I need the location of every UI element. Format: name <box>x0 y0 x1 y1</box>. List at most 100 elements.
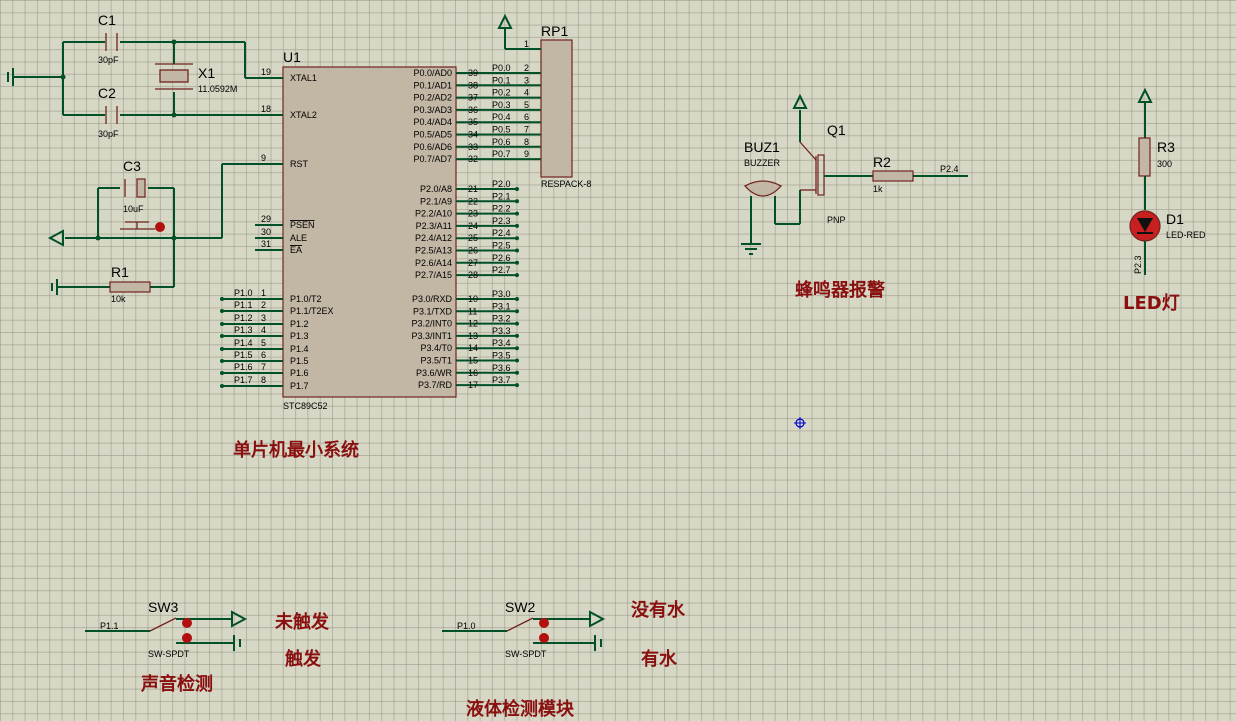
transistor-q1[interactable]: Q1 PNP <box>792 93 873 225</box>
p1-net-terminal <box>220 309 224 313</box>
p1-net-terminal <box>220 297 224 301</box>
u1-pin-14-num: 14 <box>468 343 478 353</box>
u1-pin-7-num: 7 <box>261 362 266 372</box>
x1-ref: X1 <box>198 65 215 81</box>
u1-pin-28-name: P2.7/A15 <box>415 270 452 280</box>
u1-pin-5-name: P1.4 <box>290 344 309 354</box>
u1-pin-21-name: P2.0/A8 <box>420 184 452 194</box>
u1-pin-14-name: P3.4/T0 <box>420 343 452 353</box>
p1-net-terminal <box>220 384 224 388</box>
p1-net-terminal <box>220 347 224 351</box>
u1-pin-16-num: 16 <box>468 368 478 378</box>
q1-ref: Q1 <box>827 122 846 138</box>
switch-sw3[interactable]: P1.1 SW3 SW-SPDT <box>85 599 248 659</box>
u1-pin-32-net: P0.7 <box>492 149 511 159</box>
net-terminal <box>515 370 519 375</box>
u1-pin-2-num: 2 <box>261 300 266 310</box>
net-terminal <box>515 236 519 241</box>
u1-pin-23-num: 23 <box>468 209 478 219</box>
u1-pin-24-net: P2.3 <box>492 216 511 226</box>
p1-net-terminal <box>220 359 224 363</box>
u1-pin-12-num: 12 <box>468 319 478 329</box>
resistor-r2[interactable]: R2 1k P2.4 <box>872 154 968 194</box>
x1-value: 11.0592M <box>198 84 237 94</box>
reset-button[interactable] <box>120 221 165 232</box>
d1-part: LED-RED <box>1166 230 1206 240</box>
u1-pin-23-net: P2.2 <box>492 204 511 214</box>
u1-pin-26-name: P2.5/A13 <box>415 246 452 256</box>
note-untriggered: 未触发 <box>275 611 330 633</box>
u1-pin-8-num: 8 <box>261 375 266 385</box>
c1-ref: C1 <box>98 12 116 28</box>
net-terminal <box>515 309 519 314</box>
mcu-u1[interactable]: U1 STC89C52 19XTAL118XTAL29RST29PSEN30AL… <box>220 49 541 411</box>
rp1-ref: RP1 <box>541 23 568 39</box>
u1-pin-10-num: 10 <box>468 294 478 304</box>
p1-net-label: P1.6 <box>234 362 253 372</box>
p1-net-label: P1.0 <box>234 288 253 298</box>
u1-pin-39-num: 39 <box>468 68 478 78</box>
u1-pin-27-num: 27 <box>468 258 478 268</box>
net-terminal <box>515 333 519 338</box>
led-section[interactable]: R3 300 D1 LED-RED P2.3 <box>1129 87 1206 275</box>
rp1-pin-3: 3 <box>524 75 529 85</box>
buzzer-buz1[interactable]: BUZ1 BUZZER <box>741 139 801 255</box>
r2-value: 1k <box>873 184 883 194</box>
u1-pin-1-name: P1.0/T2 <box>290 294 322 304</box>
switch-sw2[interactable]: P1.0 SW2 SW-SPDT <box>442 599 606 659</box>
resistor-r1[interactable]: R1 10k <box>109 264 151 304</box>
note-mcu: 单片机最小系统 <box>233 439 359 461</box>
p1-net-label: P1.4 <box>234 338 253 348</box>
capacitor-c3[interactable]: C3 10uF <box>123 158 146 214</box>
u1-pin-7-name: P1.6 <box>290 368 309 378</box>
u1-pin-25-name: P2.4/A12 <box>415 233 452 243</box>
note-led: LED灯 <box>1123 293 1180 314</box>
u1-pin-17-net: P3.7 <box>492 375 511 385</box>
u1-pin-8-name: P1.7 <box>290 381 309 391</box>
c2-value: 30pF <box>98 129 119 139</box>
u1-pin-2-name: P1.1/T2EX <box>290 306 334 316</box>
rp1-pin-2: 2 <box>524 63 529 73</box>
u1-pin-39-net: P0.0 <box>492 63 511 73</box>
u1-pin-19-num: 19 <box>261 67 271 77</box>
sw3-part: SW-SPDT <box>148 649 190 659</box>
p1-net-label: P1.5 <box>234 350 253 360</box>
net-terminal <box>515 321 519 326</box>
u1-pin-24-num: 24 <box>468 221 478 231</box>
note-water: 有水 <box>641 648 678 670</box>
u1-pin-23-name: P2.2/A10 <box>415 209 452 219</box>
u1-pin-27-net: P2.6 <box>492 253 511 263</box>
u1-pin-35-name: P0.4/AD4 <box>413 117 452 127</box>
u1-pin-15-num: 15 <box>468 356 478 366</box>
u1-pin-36-net: P0.3 <box>492 100 511 110</box>
u1-pin-33-net: P0.6 <box>492 137 511 147</box>
u1-pin-34-num: 34 <box>468 130 478 140</box>
net-terminal <box>515 297 519 301</box>
u1-ref: U1 <box>283 49 301 65</box>
r2-net: P2.4 <box>940 164 959 174</box>
net-terminal <box>515 260 519 265</box>
u1-pin-12-name: P3.2/INT0 <box>411 319 452 329</box>
u1-pin-3-name: P1.2 <box>290 319 309 329</box>
rp1-part: RESPACK-8 <box>541 179 591 189</box>
u1-pin-34-name: P0.5/AD5 <box>413 130 452 140</box>
u1-pin-9-num: 9 <box>261 153 266 163</box>
capacitor-c1[interactable]: C1 30pF <box>98 12 119 65</box>
u1-pin-15-net: P3.5 <box>492 351 511 361</box>
p1-net-label: P1.3 <box>234 325 253 335</box>
u1-pin-22-name: P2.1/A9 <box>420 196 452 206</box>
u1-left-pins: 19XTAL118XTAL29RST29PSEN30ALE31EA1P1.0/T… <box>220 67 334 391</box>
u1-pin-38-name: P0.1/AD1 <box>413 80 452 90</box>
net-terminal <box>515 248 519 253</box>
note-no-water: 没有水 <box>631 599 686 621</box>
u1-pin-38-num: 38 <box>468 80 478 90</box>
u1-pin-11-name: P3.1/TXD <box>413 306 453 316</box>
crystal-x1[interactable]: X1 11.0592M <box>155 63 237 94</box>
p1-net-label: P1.2 <box>234 313 253 323</box>
u1-pin-3-num: 3 <box>261 313 266 323</box>
rp1-pin-5: 5 <box>524 100 529 110</box>
capacitor-c2[interactable]: C2 30pF <box>98 85 119 139</box>
